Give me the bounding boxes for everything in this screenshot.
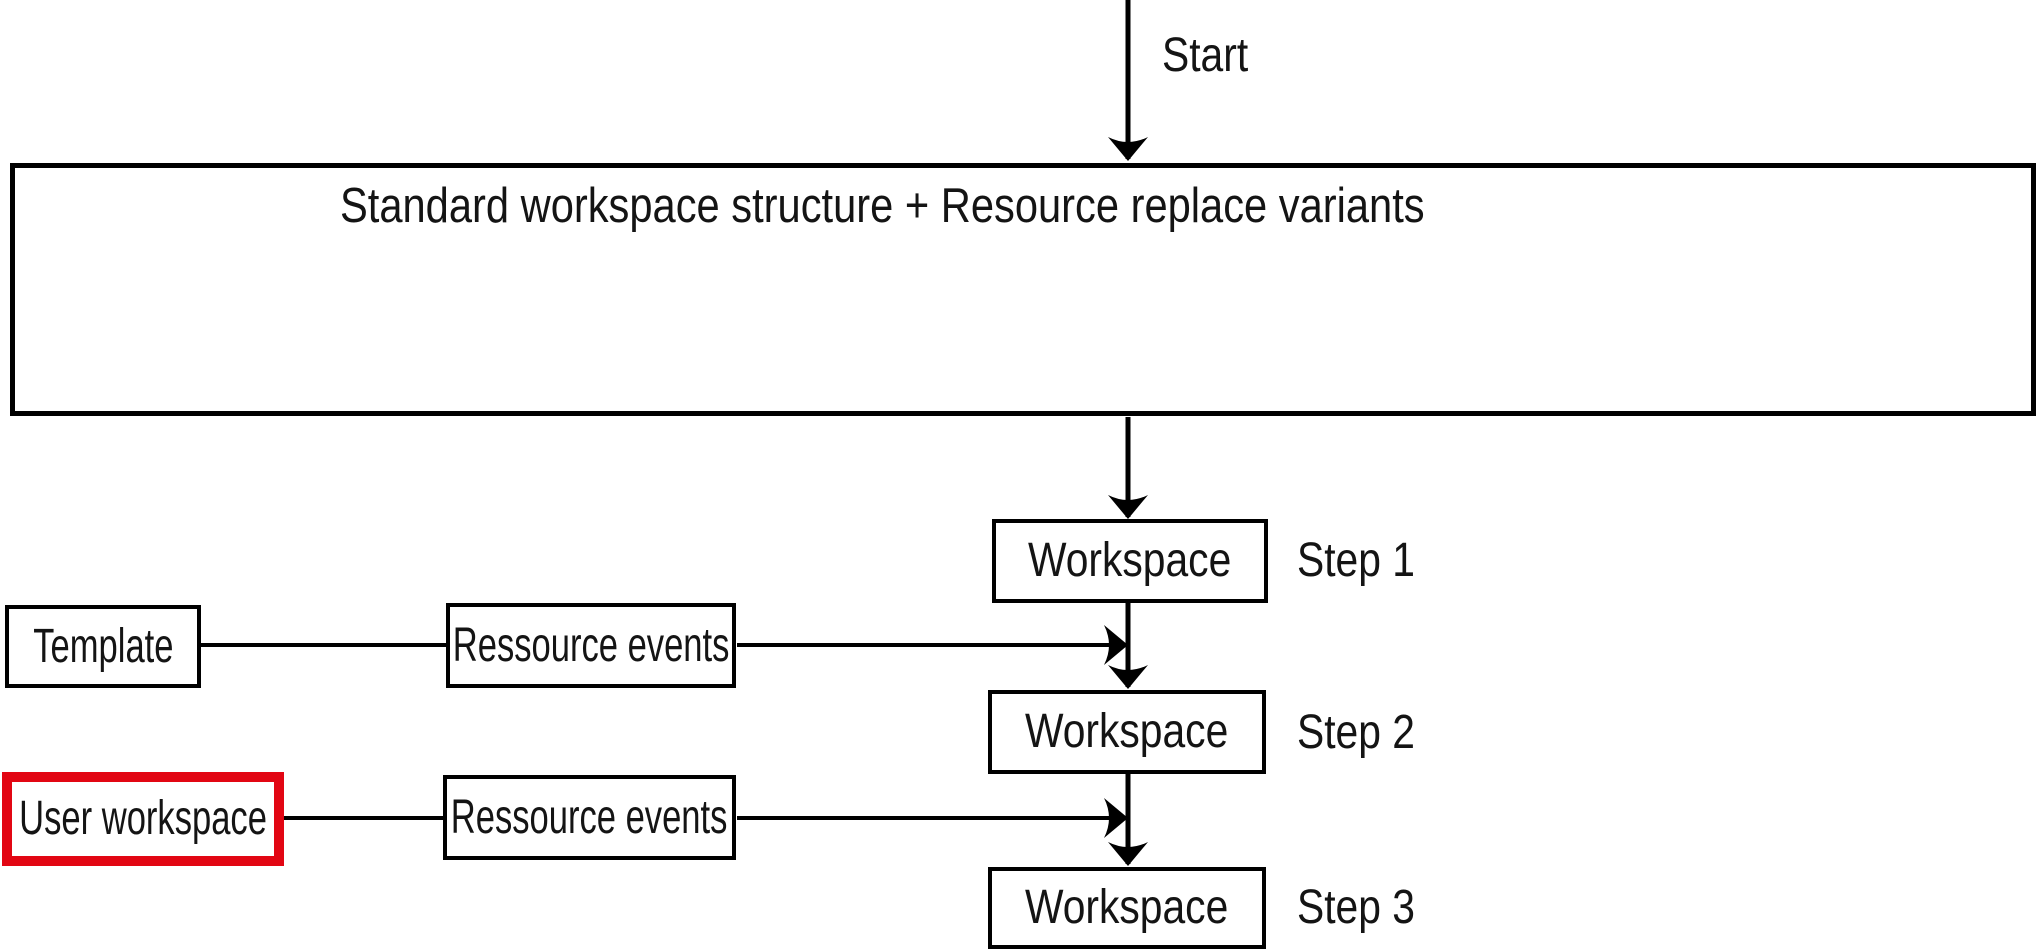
workspace-box-step3-label: Workspace xyxy=(1025,881,1229,934)
start-label-text: Start xyxy=(1162,29,1249,82)
template-box: Template xyxy=(5,605,201,688)
main-structure-box: Standard workspace structure + Resource … xyxy=(10,163,2036,416)
main-structure-title: Standard workspace structure + Resource … xyxy=(340,179,1425,233)
step2-label: Step 2 xyxy=(1297,705,1436,761)
start-label: Start xyxy=(1162,28,1263,84)
workspace-box-step1-label: Workspace xyxy=(1028,534,1232,587)
step3-label-text: Step 3 xyxy=(1297,881,1415,934)
resource-events-box-2: Ressource events xyxy=(443,775,736,860)
user-workspace-box-highlighted: User workspace xyxy=(2,772,284,866)
step3-label: Step 3 xyxy=(1297,880,1436,936)
user-workspace-box-label: User workspace xyxy=(19,792,267,845)
template-box-label: Template xyxy=(32,619,174,673)
resource-events-box-1: Ressource events xyxy=(446,603,736,688)
workspace-box-step2-label: Workspace xyxy=(1025,705,1229,758)
step1-label: Step 1 xyxy=(1297,533,1436,589)
step1-label-text: Step 1 xyxy=(1297,534,1415,587)
resource-events-box-1-label: Ressource events xyxy=(452,618,730,672)
workspace-box-step1: Workspace xyxy=(992,519,1268,603)
workspace-box-step3: Workspace xyxy=(988,867,1266,949)
resource-events-box-2-label: Ressource events xyxy=(451,790,728,844)
step2-label-text: Step 2 xyxy=(1297,706,1415,759)
workspace-box-step2: Workspace xyxy=(988,690,1266,774)
